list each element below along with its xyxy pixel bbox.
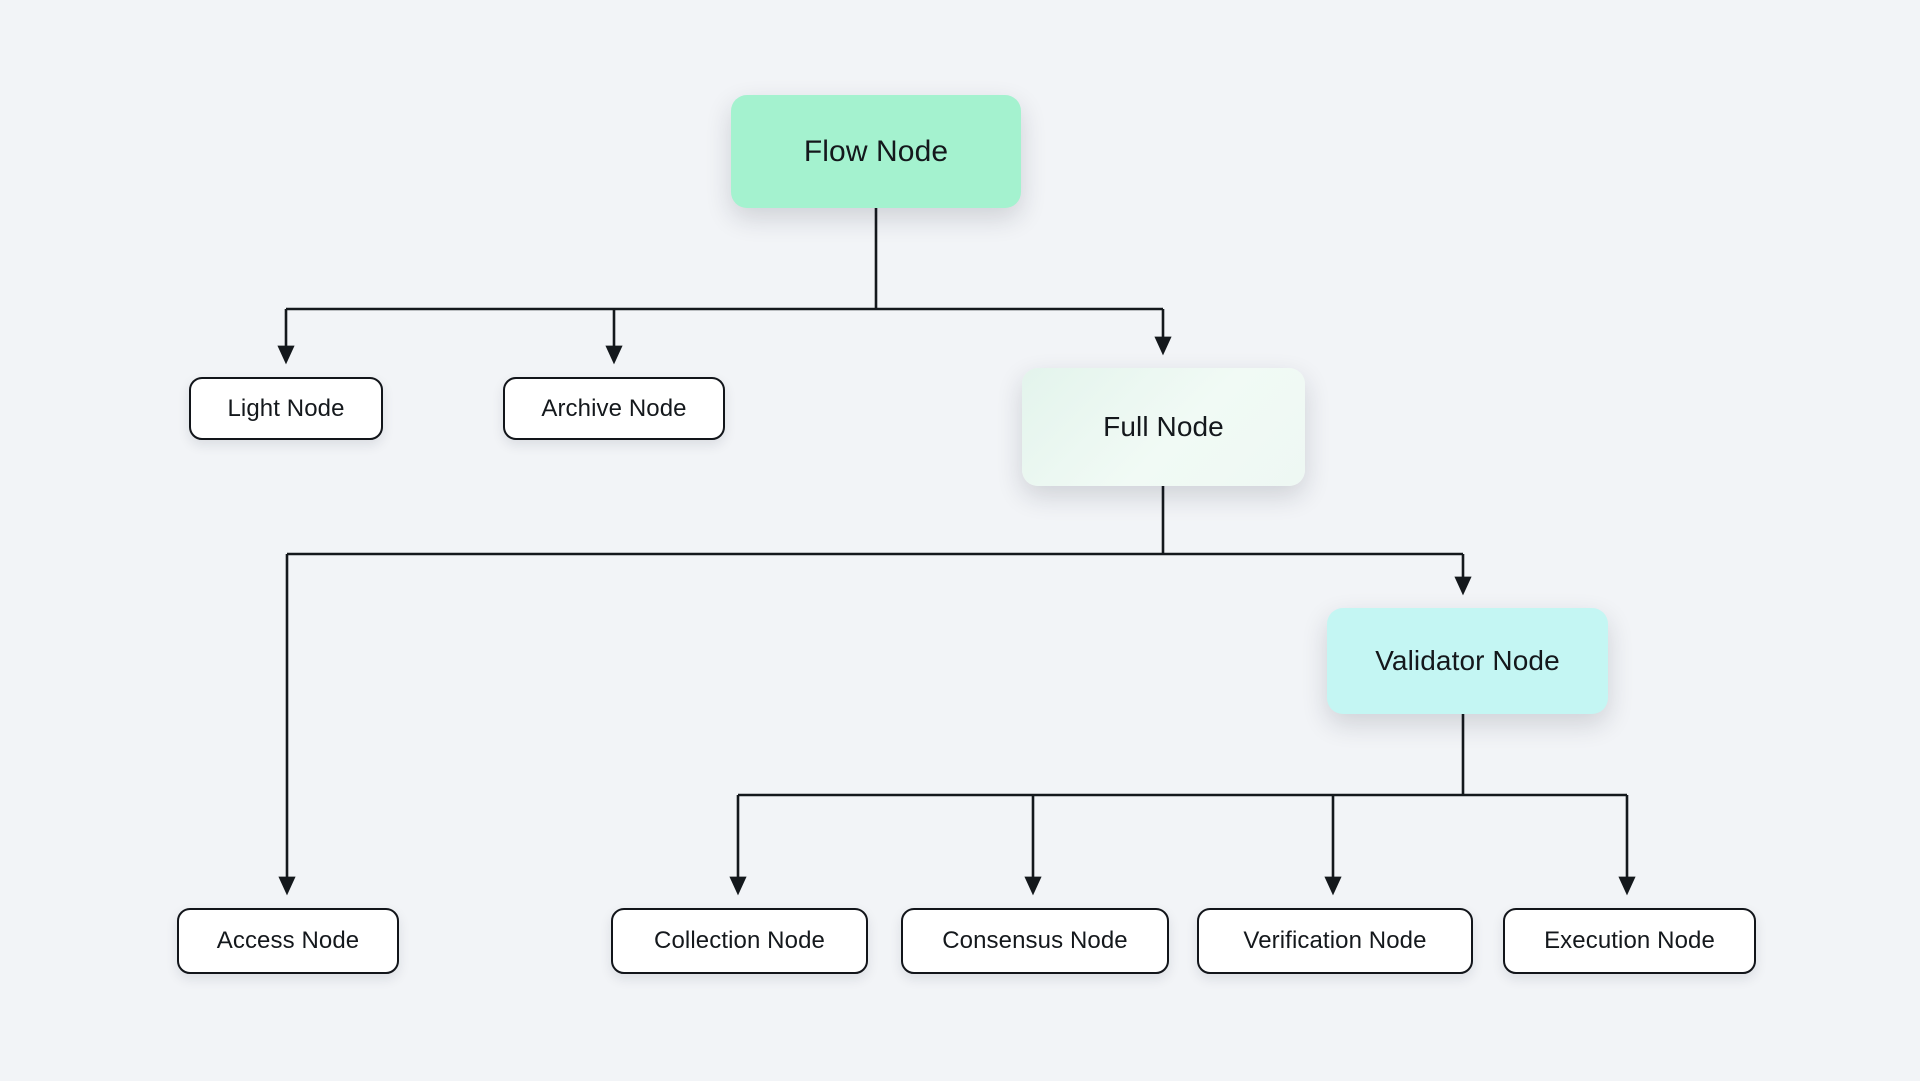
node-validator-node[interactable]: Validator Node <box>1327 608 1608 714</box>
node-label-validator-node: Validator Node <box>1375 645 1560 676</box>
node-consensus-node[interactable]: Consensus Node <box>901 908 1169 974</box>
node-collection-node[interactable]: Collection Node <box>611 908 868 974</box>
node-access-node[interactable]: Access Node <box>177 908 399 974</box>
node-label-full-node: Full Node <box>1103 411 1224 442</box>
node-label-verification-node: Verification Node <box>1243 927 1427 954</box>
node-execution-node[interactable]: Execution Node <box>1503 908 1756 974</box>
node-flow-node[interactable]: Flow Node <box>731 95 1021 208</box>
node-label-consensus-node: Consensus Node <box>942 927 1128 954</box>
node-label-light-node: Light Node <box>227 394 345 422</box>
node-archive-node[interactable]: Archive Node <box>503 377 725 440</box>
node-label-collection-node: Collection Node <box>654 927 825 954</box>
node-label-archive-node: Archive Node <box>541 394 687 422</box>
node-label-execution-node: Execution Node <box>1544 927 1715 954</box>
node-full-node[interactable]: Full Node <box>1022 368 1305 486</box>
node-verification-node[interactable]: Verification Node <box>1197 908 1473 974</box>
node-label-flow-node: Flow Node <box>803 134 949 168</box>
node-light-node[interactable]: Light Node <box>189 377 383 440</box>
node-label-access-node: Access Node <box>216 927 360 954</box>
